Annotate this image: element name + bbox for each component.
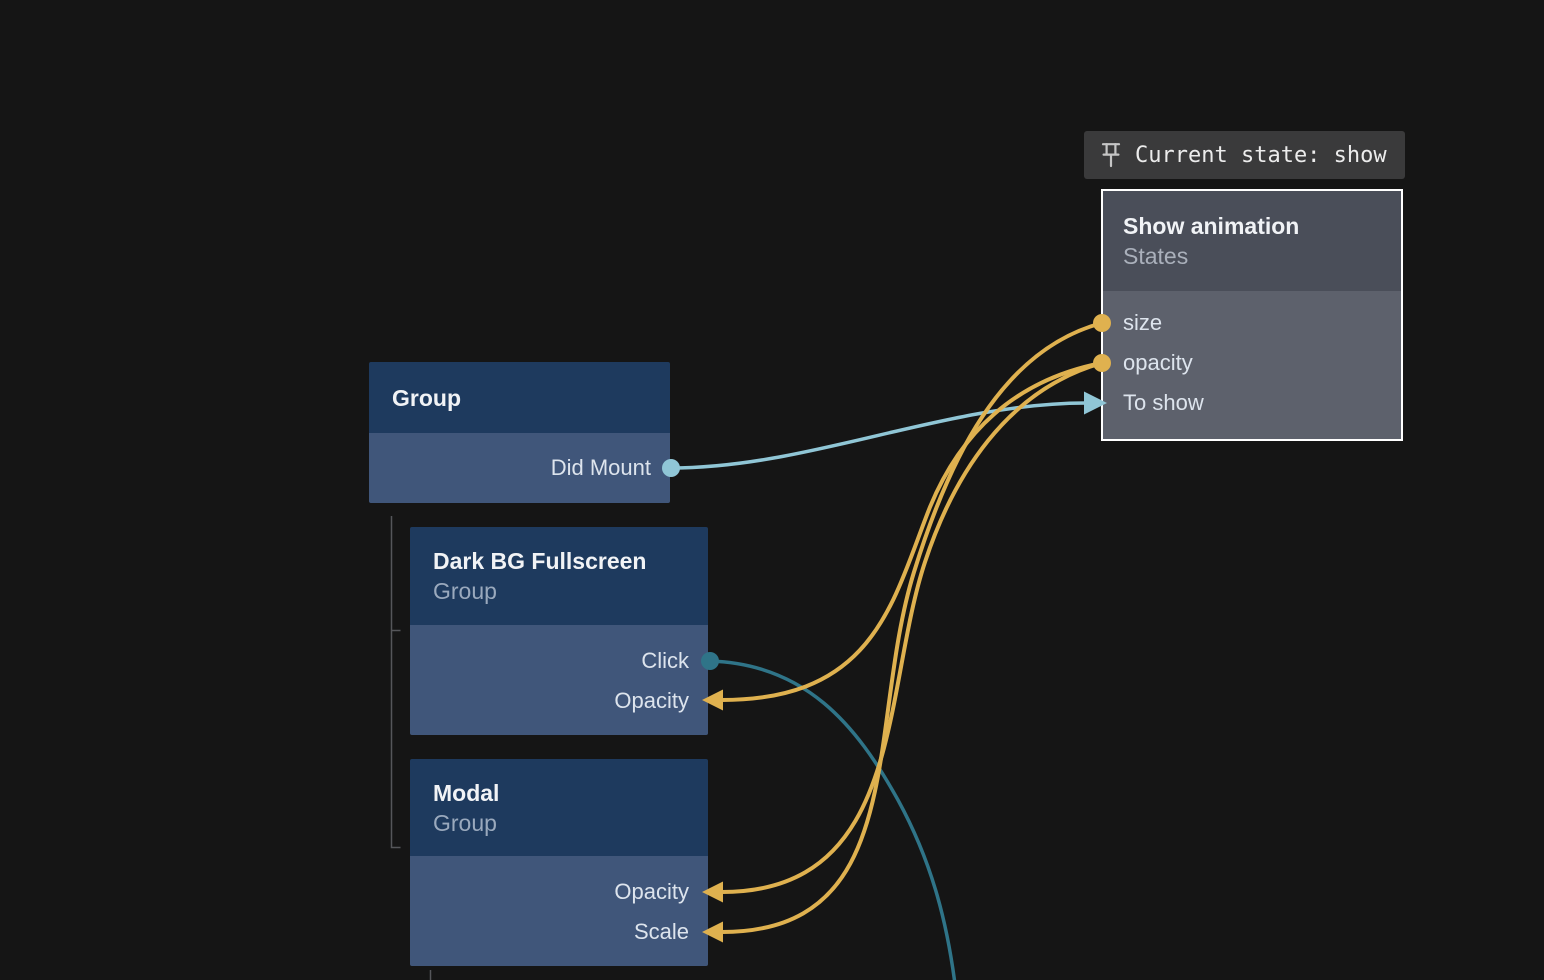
node-dark-bg-fullscreen[interactable]: Dark BG Fullscreen Group Click Opacity (410, 527, 708, 735)
node-group-title: Group (392, 384, 461, 411)
node-dark-bg-subtitle: Group (433, 578, 497, 604)
node-show-animation-subtitle: States (1123, 243, 1189, 269)
node-show-animation-header[interactable]: Show animation States (1103, 191, 1401, 291)
node-show-animation-body: size opacity To show (1103, 291, 1401, 439)
tree-line-group-children (390, 516, 401, 849)
current-state-pill[interactable]: Current state: show (1084, 131, 1405, 179)
port-dot-opacity[interactable] (1093, 354, 1111, 372)
port-row-to-show[interactable]: To show (1103, 383, 1401, 423)
port-row-modal-scale[interactable]: Scale (410, 912, 708, 952)
port-row-size[interactable]: size (1103, 303, 1401, 343)
port-arrow-to-show[interactable] (1084, 391, 1107, 415)
edge-opacity-modal-opacity[interactable] (721, 361, 1103, 894)
node-dark-bg-body: Click Opacity (410, 625, 708, 735)
node-modal-title: Modal (433, 779, 500, 806)
port-arrow-modal-opacity[interactable] (702, 881, 723, 903)
node-modal[interactable]: Modal Group Opacity Scale (410, 759, 708, 966)
port-label-did-mount: Did Mount (550, 455, 651, 480)
node-group[interactable]: Group Did Mount (369, 362, 670, 503)
node-show-animation-title: Show animation (1123, 213, 1300, 239)
port-row-click[interactable]: Click (410, 641, 708, 681)
port-label-modal-scale: Scale (633, 919, 689, 944)
port-dot-size[interactable] (1093, 314, 1111, 332)
edge-size-modal-scale[interactable] (721, 321, 1103, 934)
port-label-opacity: opacity (1123, 350, 1193, 375)
edge-click-offscreen[interactable] (709, 659, 957, 980)
edge-didmount-toshow[interactable] (670, 401, 1087, 470)
node-show-animation[interactable]: Show animation States size opacity To sh… (1101, 189, 1403, 441)
node-group-header[interactable]: Group (369, 362, 670, 433)
pin-icon (1101, 143, 1121, 168)
edge-opacity-darkbg-opacity[interactable] (721, 361, 1103, 702)
port-dot-did-mount[interactable] (662, 459, 680, 477)
node-dark-bg-header[interactable]: Dark BG Fullscreen Group (410, 527, 708, 625)
node-group-body: Did Mount (369, 433, 670, 503)
port-arrow-darkbg-opacity[interactable] (702, 689, 723, 711)
port-label-size: size (1123, 310, 1163, 335)
port-row-opacity[interactable]: opacity (1103, 343, 1401, 383)
port-row-darkbg-opacity[interactable]: Opacity (410, 681, 708, 721)
port-row-modal-opacity[interactable]: Opacity (410, 872, 708, 912)
port-label-modal-opacity: Opacity (614, 879, 689, 904)
current-state-label: Current state: show (1135, 142, 1387, 168)
port-label-click: Click (641, 648, 689, 673)
node-modal-header[interactable]: Modal Group (410, 759, 708, 856)
port-row-did-mount[interactable]: Did Mount (369, 448, 670, 488)
node-modal-body: Opacity Scale (410, 856, 708, 966)
node-dark-bg-title: Dark BG Fullscreen (433, 548, 647, 574)
port-label-darkbg-opacity: Opacity (614, 688, 689, 713)
port-arrow-modal-scale[interactable] (702, 921, 723, 943)
port-label-to-show: To show (1123, 390, 1204, 415)
port-dot-click[interactable] (701, 652, 719, 670)
node-modal-subtitle: Group (433, 809, 497, 836)
